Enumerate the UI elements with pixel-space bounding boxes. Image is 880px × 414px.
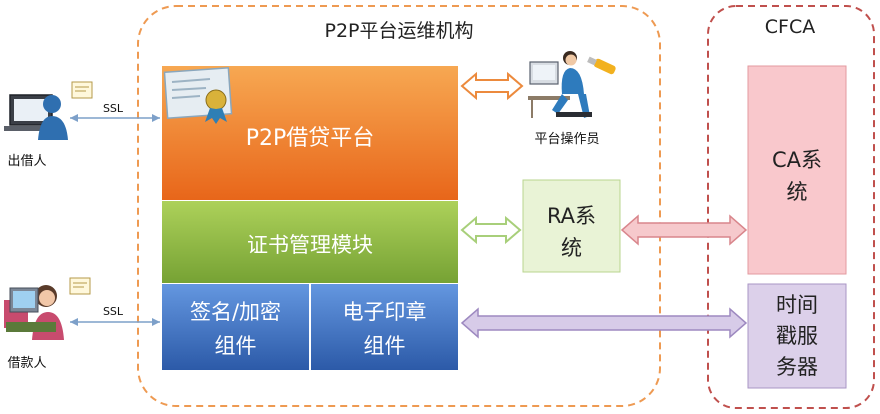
ssl-top-label: SSL (102, 102, 124, 115)
operator-label: 平台操作员 (534, 132, 600, 147)
borrower-computer-icon (6, 287, 56, 332)
usb-key-icon (587, 56, 616, 75)
cert-ra-arrow (460, 215, 522, 245)
lender-label: 出借人 (7, 154, 47, 169)
seal-label-line2: 组件 (363, 334, 406, 358)
seal-label-line1: 电子印章 (342, 300, 427, 324)
seal-block (311, 284, 458, 370)
timestamp-label-line1: 时间 (776, 293, 818, 317)
certificate-icon (163, 67, 233, 124)
ra-system-block (522, 179, 621, 273)
ra-ca-arrow (620, 214, 748, 246)
operator-person-icon (552, 51, 592, 118)
ops-group-border (137, 5, 661, 407)
ca-label-line1: CA系 (771, 148, 823, 172)
timestamp-server-block (747, 283, 847, 389)
operator-computer-icon (528, 61, 570, 118)
cfca-group-title: CFCA (764, 16, 816, 38)
ca-label-line2: 统 (786, 180, 808, 204)
ssl-bottom-label: SSL (102, 305, 124, 318)
borrower-label: 借款人 (7, 356, 47, 371)
lender-certificate-icon (71, 81, 93, 99)
ops-group-title: P2P平台运维机构 (324, 20, 474, 42)
seal-timestamp-arrow (460, 307, 748, 339)
sign-encrypt-label-line1: 签名/加密 (189, 300, 282, 324)
ra-label-line1: RA系 (546, 204, 597, 228)
cert-module-block (162, 201, 458, 283)
cert-module-label: 证书管理模块 (247, 233, 373, 257)
platform-operator-arrow (460, 71, 524, 101)
ca-system-block (747, 65, 847, 275)
cfca-group-border (707, 5, 875, 409)
lender-person-icon (38, 95, 68, 140)
sign-encrypt-label-line2: 组件 (214, 334, 257, 358)
timestamp-label-line3: 务器 (776, 355, 818, 379)
borrower-certificate-icon (69, 277, 91, 295)
sign-encrypt-block (162, 284, 309, 370)
p2p-platform-label: P2P借贷平台 (245, 126, 375, 151)
ra-label-line2: 统 (561, 236, 582, 260)
timestamp-label-line2: 戳服 (776, 324, 818, 348)
